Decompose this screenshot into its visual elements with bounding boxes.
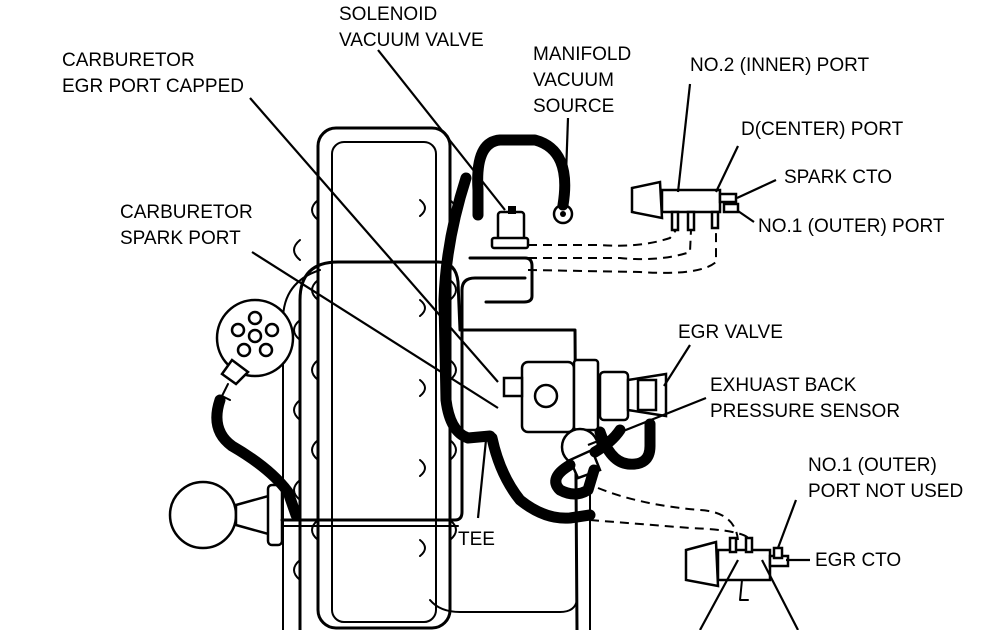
label-carb-egr-line2: EGR PORT CAPPED — [62, 76, 244, 97]
label-spark-cto: SPARK CTO — [784, 167, 892, 188]
label-manifold-line2: VACUUM — [533, 70, 614, 91]
vacuum-lines — [280, 228, 751, 541]
label-carburetor-spark-port: CARBURETOR SPARK PORT — [120, 202, 253, 249]
distributor — [215, 298, 295, 401]
leader-lines — [249, 49, 810, 630]
egr-cto — [684, 536, 790, 601]
label-manifold-line3: SOURCE — [533, 96, 614, 117]
label-exhaust-line1: EXHUAST BACK — [710, 375, 857, 396]
label-carb-egr-line1: CARBURETOR — [62, 50, 195, 71]
label-no2-inner-port: NO.2 (INNER) PORT — [690, 55, 870, 76]
exhaust-back-pressure-sensor — [560, 427, 602, 480]
air-cleaner-assembly — [168, 480, 284, 550]
label-tee: TEE — [458, 529, 495, 550]
label-manifold-line1: MANIFOLD — [533, 44, 631, 65]
label-carb-spark-line2: SPARK PORT — [120, 228, 241, 249]
label-egr-cto: EGR CTO — [815, 550, 901, 571]
label-exhaust-line2: PRESSURE SENSOR — [710, 401, 900, 422]
solenoid-vacuum-valve — [490, 206, 530, 250]
label-carb-spark-line1: CARBURETOR — [120, 202, 253, 223]
label-no1-outer-port: NO.1 (OUTER) PORT — [758, 216, 945, 237]
label-egr-valve: EGR VALVE — [678, 322, 783, 343]
engine-block — [282, 126, 591, 630]
label-d-center-port: D(CENTER) PORT — [741, 119, 904, 140]
spark-cto — [630, 180, 740, 232]
label-solenoid-line1: SOLENOID — [339, 4, 437, 25]
label-carburetor-egr-port: CARBURETOR EGR PORT CAPPED — [62, 50, 244, 97]
label-exhaust-back-pressure-sensor: EXHUAST BACK PRESSURE SENSOR — [710, 375, 900, 422]
label-not-used-line1: NO.1 (OUTER) — [808, 455, 937, 476]
label-manifold-vacuum-source: MANIFOLD VACUUM SOURCE — [533, 44, 631, 117]
egr-valve — [598, 370, 668, 422]
carburetor — [502, 358, 600, 434]
label-not-used-line2: PORT NOT USED — [808, 481, 963, 502]
label-solenoid-vacuum-valve: SOLENOID VACUUM VALVE — [339, 4, 484, 51]
label-solenoid-line2: VACUUM VALVE — [339, 30, 484, 51]
label-no1-outer-port-not-used: NO.1 (OUTER) PORT NOT USED — [808, 455, 963, 502]
